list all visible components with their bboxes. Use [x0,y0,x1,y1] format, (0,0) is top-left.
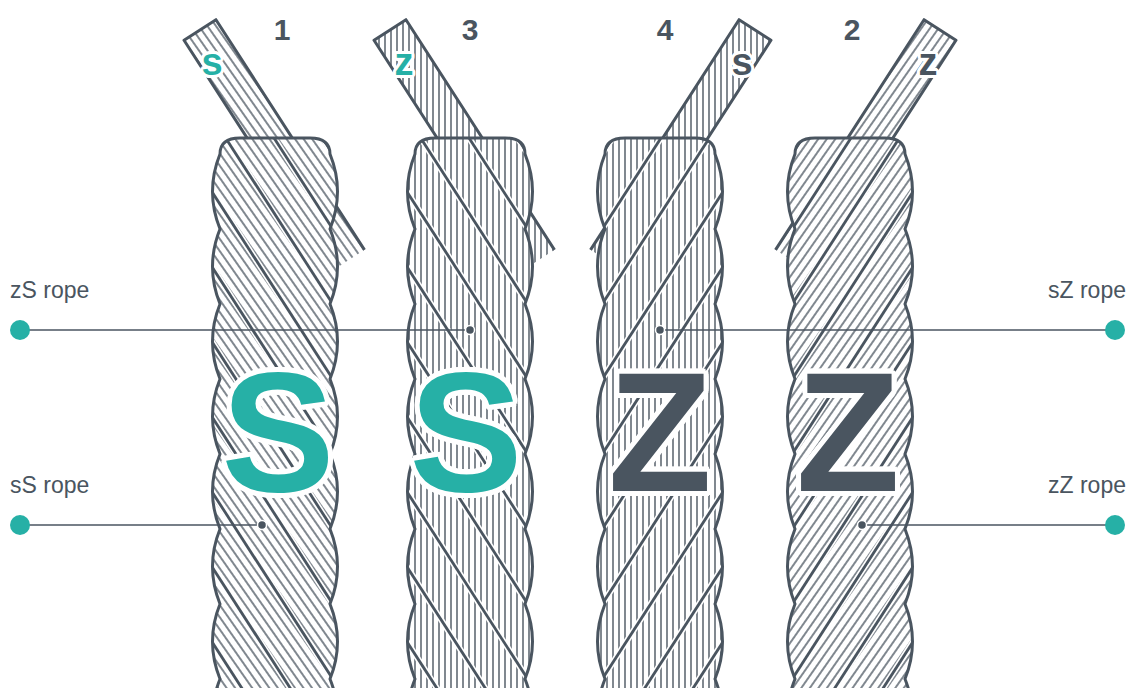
strand-gap [380,0,560,204]
strand-line [380,0,560,204]
leader-end [466,326,475,335]
strand-gap [570,0,750,54]
strand-gap [380,75,560,354]
strand-boundaries [570,0,750,688]
strand-gap [570,525,750,688]
strand-line [570,0,750,204]
strand-gap [185,675,365,688]
leader-line [20,329,470,331]
rope-outline [408,138,533,688]
strand-boundaries [380,0,560,688]
strand-line [185,0,365,204]
strand-line [760,0,940,204]
strand-gap [570,675,750,688]
strand-lay-letter: s [201,43,222,81]
strand-gap [380,525,560,688]
strand-boundaries [185,0,365,688]
leader-dot [10,320,30,340]
strand-gap [760,0,940,129]
strand-gap [760,675,940,688]
strand-line [380,675,560,688]
leader-dot [10,515,30,535]
callout-number: 1 [274,15,291,45]
strand-line [570,0,750,54]
callout-number: 2 [844,15,861,45]
rope-lay-letter: S [221,347,334,517]
leader-line [862,524,1115,526]
leader-dot [1105,515,1125,535]
strand-lay-letter: z [919,43,938,81]
leader-end [858,521,867,530]
rope-type-label: sS rope [10,474,89,497]
leader-end [258,521,267,530]
leader-lines [10,320,1125,535]
rope-type-label: sZ rope [1048,279,1126,302]
strand-gap [380,675,560,688]
strand-line [570,675,750,688]
strand-line [185,675,365,688]
strand-gap [760,0,940,204]
leader-line [20,524,262,526]
strand-line [570,0,750,129]
rope-lay-letter: S [409,347,522,517]
strand-gap [760,525,940,688]
strand-gap [760,75,940,354]
strand-line [570,525,750,688]
strand-gap [185,0,365,204]
strand-gap [570,75,750,354]
rope-lay-letter: Z [608,347,712,517]
rope-outline [788,138,913,688]
strand-line [760,675,940,688]
rope-outline [598,138,723,688]
strand-line [185,75,365,354]
strand-gap [185,0,365,129]
strand-gap [185,75,365,354]
strand-line [760,525,940,688]
callout-number: 4 [657,15,674,45]
strand-line [380,525,560,688]
rope-outline [213,138,338,688]
strand-line [185,0,365,129]
strand-line [760,0,940,129]
rope-type-label: zS rope [10,279,89,302]
strand-gap [380,0,560,129]
strand-lay-letter: s [731,43,752,81]
strand-line [380,75,560,354]
strand-line [760,0,940,54]
leader-dot [1105,320,1125,340]
rope-lay-letter: Z [796,347,900,517]
leader-line [660,329,1115,331]
callout-number: 3 [462,15,479,45]
strand-gap [570,0,750,129]
strand-lay-letter: z [395,43,414,81]
strand-boundaries [760,0,940,688]
strand-gap [185,525,365,688]
strand-line [185,525,365,688]
strand-gap [570,0,750,204]
strand-line [760,75,940,354]
rope-type-label: zZ rope [1048,474,1126,497]
strand-line [380,0,560,129]
leader-end [656,326,665,335]
strand-gap [760,0,940,54]
strand-line [570,75,750,354]
rope-drawings [184,0,956,688]
